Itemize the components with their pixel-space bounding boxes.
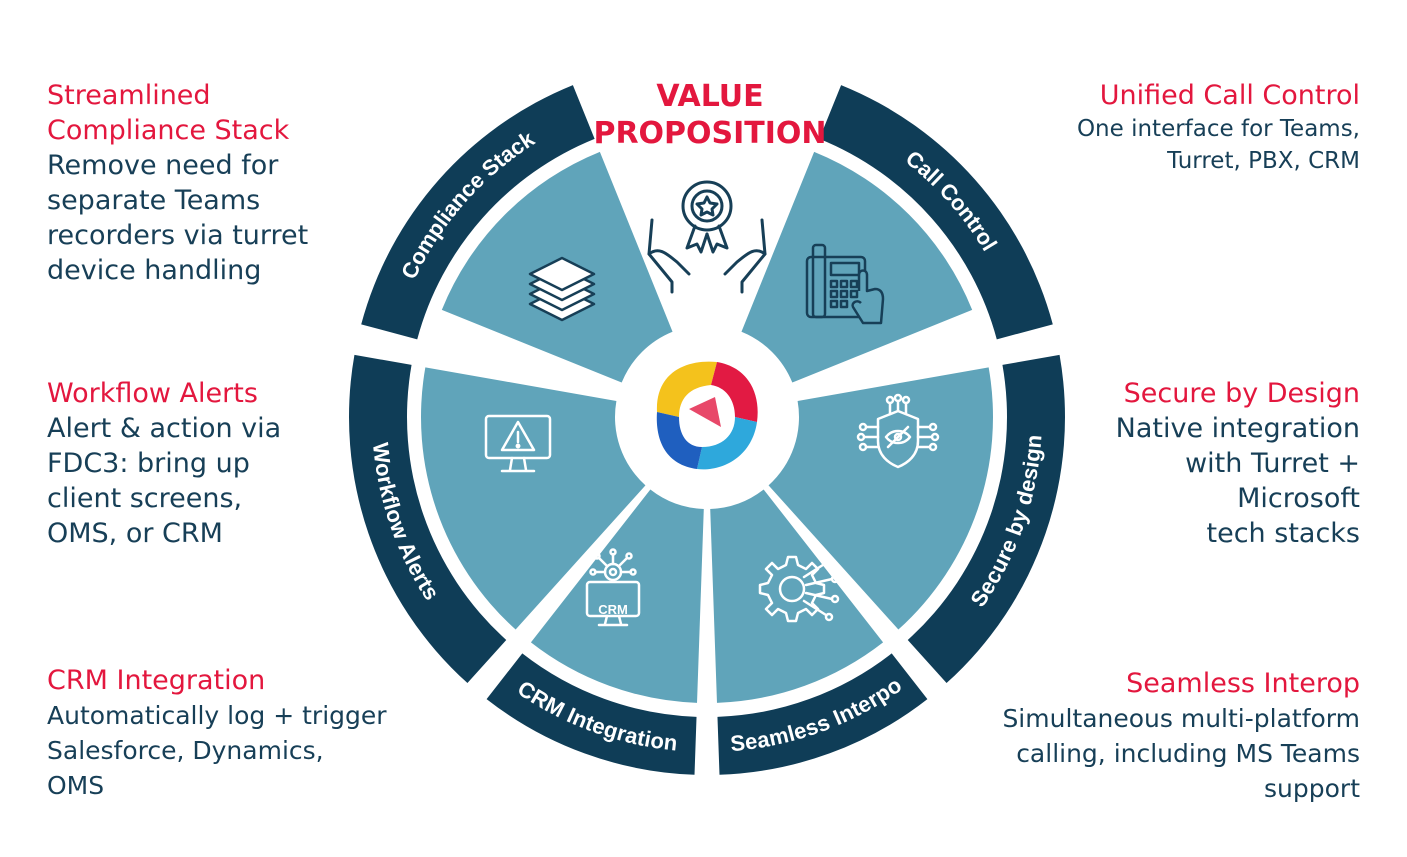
alert-monitor-icon [484, 414, 552, 473]
ring-seamless-interop [717, 653, 928, 775]
callout-compliance: Streamlined Compliance Stack Remove need… [47, 78, 377, 288]
callout-compliance-body: Remove need for separate Teams recorders… [47, 150, 309, 286]
wedge-crm [530, 489, 704, 703]
layers-icon [528, 256, 596, 322]
phone-keypad-icon [805, 243, 885, 325]
callout-call-control-body: One interface for Teams, Turret, PBX, CR… [1076, 116, 1360, 174]
callout-secure: Secure by Design Native integration with… [1040, 376, 1360, 551]
ring-call-control [819, 85, 1053, 340]
ring-secure-by-design [907, 354, 1065, 684]
ring-segments [348, 85, 1065, 775]
value-proposition-title: VALUE PROPOSITION [593, 79, 827, 151]
award-hands-icon [647, 180, 767, 294]
shield-eye-icon [856, 393, 940, 469]
callout-call-control-title: Unified Call Control [1099, 80, 1360, 111]
wedge-workflow [420, 367, 646, 630]
gear-network-icon [758, 555, 840, 623]
callout-secure-title: Secure by Design [1123, 378, 1360, 409]
ring-workflow-alerts [348, 354, 507, 684]
callout-crm-body: Automatically log + trigger Salesforce, … [47, 701, 387, 800]
callout-workflow-title: Workflow Alerts [47, 378, 258, 409]
crm-monitor-icon [585, 548, 641, 627]
wedge-call-control [741, 151, 973, 383]
callout-call-control: Unified Call Control One interface for T… [1000, 78, 1360, 177]
callout-crm-title: CRM Integration [47, 665, 266, 696]
callout-compliance-title: Streamlined Compliance Stack [47, 80, 290, 146]
callout-secure-body: Native integration with Turret + Microso… [1115, 413, 1360, 549]
callout-workflow: Workflow Alerts Alert & action via FDC3:… [47, 376, 347, 551]
callout-interop-title: Seamless Interop [1126, 668, 1360, 699]
multicolor-ring-logo [656, 361, 758, 470]
callout-workflow-body: Alert & action via FDC3: bring up client… [47, 413, 282, 549]
crm-icon-label: CRM [598, 602, 628, 617]
callout-interop-body: Simultaneous multi-platform calling, inc… [1002, 704, 1360, 803]
callout-crm: CRM Integration Automatically log + trig… [47, 663, 447, 803]
wedge-interop [710, 489, 884, 703]
wedge-secure [768, 367, 993, 630]
callout-interop: Seamless Interop Simultaneous multi-plat… [900, 666, 1360, 806]
ring-crm-integration [486, 653, 697, 775]
ring-compliance-stack [361, 85, 595, 340]
